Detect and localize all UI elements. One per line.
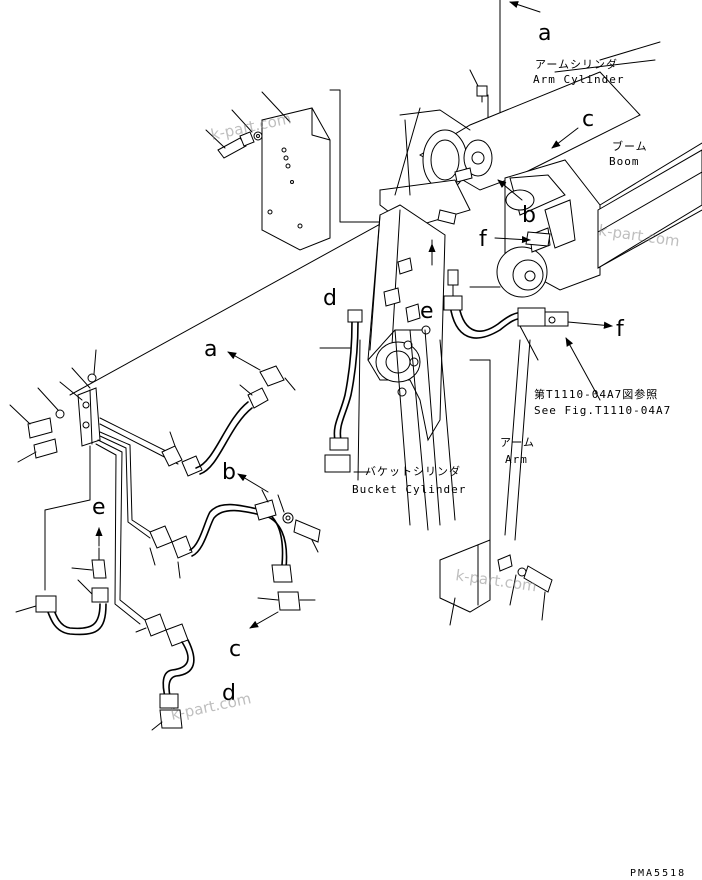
bolt-arm-cylinder (469, 69, 488, 103)
callout-c-left: c (229, 637, 241, 662)
label-arm-cylinder-en: Arm Cylinder (533, 73, 624, 86)
label-arm-en: Arm (505, 453, 528, 466)
label-arm-cylinder-jp: アームシリンダ (535, 57, 618, 71)
pipe-b-left (149, 489, 321, 583)
callout-b-top: b (522, 203, 536, 228)
label-see-fig-en: See Fig.T1110-04A7 (534, 404, 671, 417)
callout-letters: a c b f d e f a b e c d (92, 21, 625, 706)
guard-plate-top (205, 91, 331, 251)
label-boom-jp: ブーム (612, 139, 648, 153)
watermark-4: k-part.com (169, 689, 253, 724)
callout-e-left: e (92, 495, 106, 520)
label-arm-jp: アーム (500, 436, 535, 449)
pipe-c-left (257, 591, 316, 611)
bracket-arm-bottom (439, 539, 553, 626)
callout-d-left: d (222, 681, 236, 706)
pipe-d-left (135, 613, 195, 731)
label-see-fig-jp: 第T1110-04A7図参照 (534, 387, 658, 401)
boom-arm-structure (357, 71, 702, 541)
label-boom-en: Boom (609, 155, 640, 168)
text-labels: アームシリンダ Arm Cylinder ブーム Boom バケットシリンダ B… (352, 57, 686, 879)
callout-f-mid: f (479, 227, 488, 252)
drawing-code: PMA5518 (630, 868, 686, 879)
valve-block-left (9, 349, 181, 625)
callout-a-top: a (538, 21, 551, 46)
callout-f-right: f (616, 317, 625, 342)
direction-arrows (95, 1, 613, 629)
label-bucket-cylinder-jp: バケットシリンダ (365, 464, 461, 478)
label-bucket-cylinder-en: Bucket Cylinder (352, 483, 466, 496)
callout-e-mid: e (420, 299, 434, 324)
callout-b-left: b (222, 460, 236, 485)
pipe-e-left (15, 547, 109, 636)
callout-a-left: a (204, 337, 217, 362)
arm-hose-right (443, 295, 569, 361)
callout-c-top: c (582, 107, 594, 132)
bucket-hose-left (319, 309, 371, 473)
pipe-a-left (161, 365, 296, 477)
callout-d-mid: d (323, 286, 337, 311)
